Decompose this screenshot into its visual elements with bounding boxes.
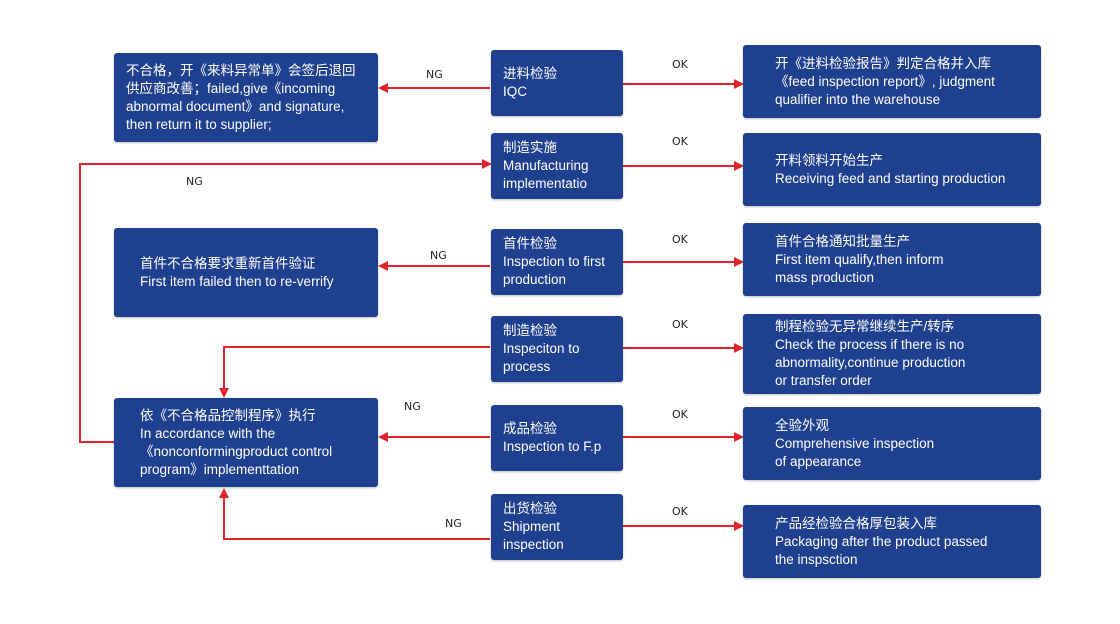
box-text: Receiving feed and starting production: [775, 170, 1006, 186]
box-text: of appearance: [775, 453, 862, 469]
box-text: First item failed then to re-verrify: [140, 273, 334, 289]
box-text: Check the process if there is no: [775, 337, 965, 352]
box-text: inspection: [503, 537, 564, 552]
box-text: 首件不合格要求重新首件验证: [140, 255, 316, 271]
box-text: 成品检验: [503, 421, 557, 436]
box-text: 首件检验: [503, 236, 557, 251]
box-text: abnormality,continue production: [775, 355, 966, 370]
start-production-box: 开料领料开始生产 Receiving feed and starting pro…: [743, 133, 1041, 206]
ng-label: NG: [430, 249, 447, 262]
box-text: abnormal document》and signature,: [126, 98, 345, 114]
process-inspection-box: 制造检验 Inspeciton to process: [491, 316, 623, 382]
ng-label: NG: [404, 400, 421, 413]
box-text: First item qualify,then inform: [775, 251, 944, 267]
ng-label: NG: [445, 517, 462, 530]
ng-label: NG: [426, 68, 443, 81]
box-text: program》implementtation: [140, 461, 300, 477]
ok-label: OK: [672, 58, 688, 71]
process-pass-box: 制程检验无异常继续生产/转序 Check the process if ther…: [743, 314, 1041, 394]
box-text: Manufacturing: [503, 158, 589, 173]
nonconforming-control-box: 依《不合格品控制程序》执行 In accordance with the 《no…: [114, 398, 378, 487]
box-text: Inspection to F.p: [503, 439, 602, 454]
ok-label: OK: [672, 318, 688, 331]
box-text: 开料领料开始生产: [775, 152, 883, 168]
box-text: 全验外观: [775, 417, 829, 433]
box-text: Inspeciton to: [503, 341, 580, 356]
box-text: 制造检验: [503, 323, 557, 338]
box-text: Comprehensive inspection: [775, 435, 935, 451]
packaging-box: 产品经检验合格厚包装入库 Packaging after the product…: [743, 505, 1041, 578]
ng-arrow-6: [219, 488, 490, 540]
box-text: 出货检验: [503, 501, 557, 516]
manufacturing-box: 制造实施 Manufacturing implementatio: [491, 133, 623, 199]
first-inspection-box: 首件检验 Inspection to first production: [491, 229, 623, 295]
ok-label: OK: [672, 135, 688, 148]
box-text: 开《进料检验报告》判定合格并入库: [775, 55, 991, 71]
ng-label: NG: [186, 175, 203, 188]
final-inspection-box: 成品检验 Inspection to F.p: [491, 405, 623, 471]
box-text: or transfer order: [775, 373, 872, 388]
ok-label: OK: [672, 408, 688, 421]
box-text: 《nonconformingproduct control: [140, 443, 333, 459]
box-text: Inspection to first: [503, 254, 606, 269]
box-text: 不合格，开《来料异常单》会签后退回: [126, 62, 356, 78]
ng-arrow-4: [219, 346, 490, 398]
box-text: 进料检验: [503, 66, 557, 81]
iqc-box: 进料检验 IQC: [491, 50, 623, 116]
box-text: 首件合格通知批量生产: [775, 233, 910, 249]
box-text: qualifier into the warehouse: [775, 91, 941, 107]
box-text: Shipment: [503, 519, 561, 534]
box-text: 供应商改善；failed,give《incoming: [126, 80, 336, 96]
box-text: 制造实施: [503, 140, 557, 155]
first-item-failed-box: 首件不合格要求重新首件验证 First item failed then to …: [114, 228, 378, 317]
iqc-pass-box: 开《进料检验报告》判定合格并入库 《feed inspection report…: [743, 45, 1041, 118]
box-text: then return it to supplier;: [126, 116, 272, 132]
shipment-box: 出货检验 Shipment inspection: [491, 494, 623, 560]
box-text: Packaging after the product passed: [775, 533, 988, 549]
box-text: mass production: [775, 269, 875, 285]
box-text: process: [503, 359, 551, 374]
first-item-pass-box: 首件合格通知批量生产 First item qualify,then infor…: [743, 223, 1041, 296]
appearance-box: 全验外观 Comprehensive inspection of appeara…: [743, 407, 1041, 480]
box-text: In accordance with the: [140, 425, 276, 441]
box-text: production: [503, 272, 567, 287]
feedback-arrow: [79, 159, 492, 443]
box-text: the inspsction: [775, 551, 858, 567]
failed-incoming-box: 不合格，开《来料异常单》会签后退回 供应商改善；failed,give《inco…: [114, 53, 378, 142]
ok-label: OK: [672, 505, 688, 518]
ok-label: OK: [672, 233, 688, 246]
box-text: implementatio: [503, 176, 588, 191]
box-text: 产品经检验合格厚包装入库: [775, 515, 937, 531]
box-text: 《feed inspection report》, judgment: [775, 73, 995, 89]
box-text: 依《不合格品控制程序》执行: [140, 407, 316, 423]
box-text: 制程检验无异常继续生产/转序: [775, 319, 955, 334]
box-text: IQC: [503, 84, 528, 99]
